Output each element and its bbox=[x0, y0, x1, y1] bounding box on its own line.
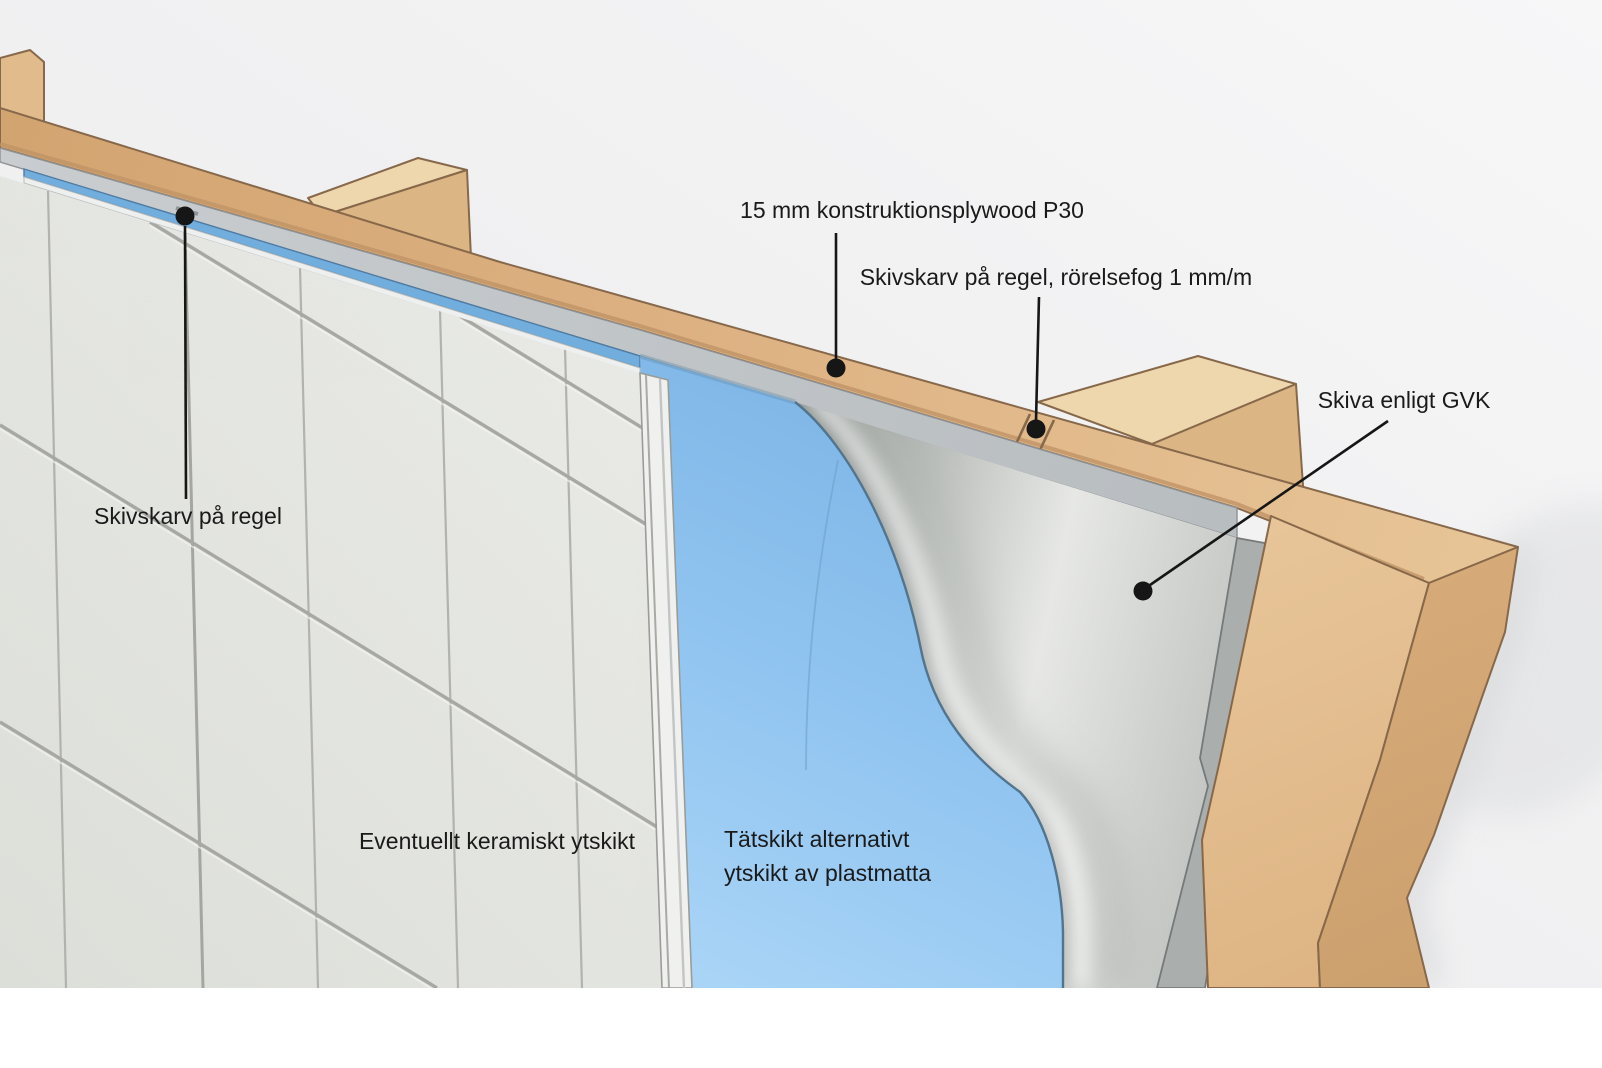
curl-soft-shade bbox=[838, 402, 1135, 988]
leader-dot-gvk-board bbox=[1133, 581, 1153, 601]
leader-dot-joint-left bbox=[175, 206, 195, 226]
label-joint-top: Skivskarv på regel, rörelsefog 1 mm/m bbox=[860, 264, 1252, 290]
corner-stud-side-face bbox=[1317, 546, 1519, 989]
leader-line-gvk-board bbox=[1149, 419, 1389, 587]
panel-joint-vertical bbox=[183, 231, 205, 988]
tile-panel-edge-line-2 bbox=[658, 378, 686, 989]
membrane-top-shadow bbox=[639, 353, 796, 405]
label-plywood: 15 mm konstruktionsplywood P30 bbox=[740, 197, 1084, 223]
curl-highlight bbox=[808, 402, 1088, 988]
leader-dot-joint-top bbox=[1026, 419, 1046, 439]
grout-lines bbox=[0, 190, 662, 988]
leader-line-joint-top bbox=[1034, 296, 1041, 422]
label-ceramic: Eventuellt keramiskt ytskikt bbox=[359, 828, 636, 854]
plywood-joint-lines bbox=[1014, 413, 1056, 451]
label-joint-left: Skivskarv på regel bbox=[94, 503, 282, 529]
floor bbox=[0, 988, 1602, 1068]
label-gvk-board: Skiva enligt GVK bbox=[1318, 387, 1491, 413]
membrane-curl-outline bbox=[794, 401, 1065, 988]
membrane-fold-line bbox=[805, 459, 839, 771]
annotations: 15 mm konstruktionsplywood P30 Skivskarv… bbox=[94, 197, 1491, 886]
label-membrane-line2: ytskikt av plastmatta bbox=[724, 860, 931, 886]
membrane-sheet bbox=[640, 356, 1063, 988]
membrane-and-board bbox=[639, 353, 1271, 989]
leader-line-joint-left bbox=[183, 225, 188, 500]
leader-dot-plywood bbox=[826, 358, 846, 378]
tile-panel-edge-line-1 bbox=[645, 374, 670, 989]
label-membrane-line1: Tätskikt alternativt bbox=[724, 826, 910, 852]
